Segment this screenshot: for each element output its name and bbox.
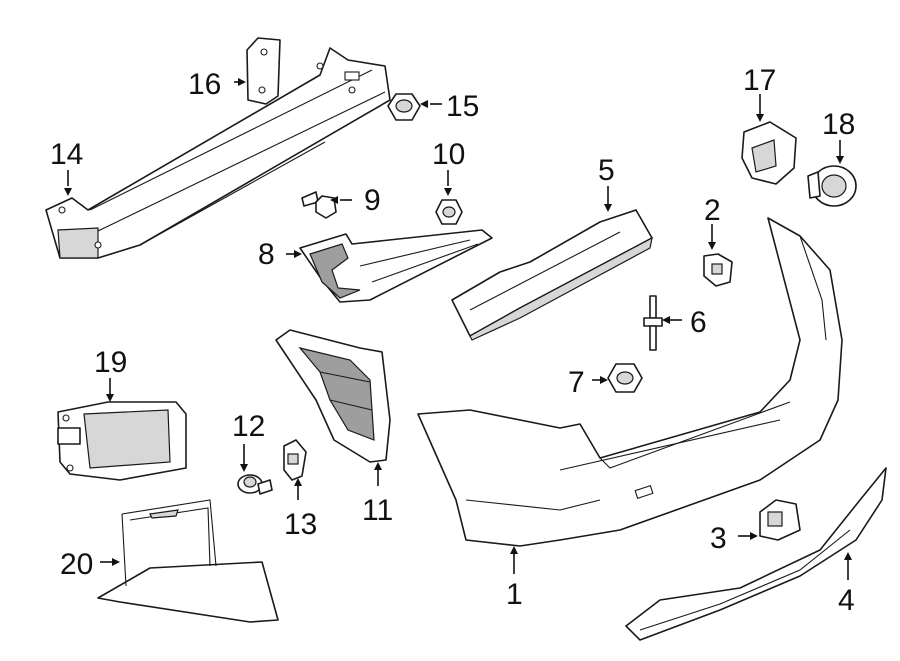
part-20-bracket-cover <box>97 499 279 623</box>
part-3-small-bracket <box>759 499 801 541</box>
callout-20: 20 <box>60 548 93 581</box>
part-7-nut <box>607 363 643 393</box>
callout-12: 12 <box>232 410 265 443</box>
callout-11: 11 <box>362 494 393 527</box>
part-2-clip <box>703 253 733 287</box>
callout-1: 1 <box>506 578 523 611</box>
callout-7: 7 <box>568 366 585 399</box>
callout-labels: 16 15 14 9 10 8 5 2 6 7 17 18 19 12 13 1… <box>50 64 855 617</box>
callout-16: 16 <box>188 68 221 101</box>
callout-9: 9 <box>364 184 381 217</box>
callout-18: 18 <box>822 108 855 141</box>
callout-4: 4 <box>838 584 855 617</box>
part-12-bolt <box>237 474 273 495</box>
part-6-stud <box>643 295 663 351</box>
callout-2: 2 <box>704 194 721 227</box>
part-17-sensor-holder <box>741 121 797 185</box>
part-8-side-bracket <box>299 229 493 303</box>
part-11-guide-bracket <box>275 329 391 463</box>
callout-15: 15 <box>446 90 479 123</box>
part-13-clip <box>283 439 307 481</box>
part-15-flange-nut <box>387 93 421 121</box>
part-18-parking-sensor <box>807 165 857 207</box>
part-16-mounting-plate <box>246 37 281 105</box>
callout-19: 19 <box>94 346 127 379</box>
part-14-bumper-reinforcement-beam <box>45 47 391 259</box>
callout-6: 6 <box>690 306 707 339</box>
callout-10: 10 <box>432 138 465 171</box>
callout-3: 3 <box>710 522 727 555</box>
part-9-bolt <box>301 191 337 219</box>
part-4-lower-valance <box>625 467 887 641</box>
callout-13: 13 <box>284 508 317 541</box>
callout-14: 14 <box>50 138 83 171</box>
callout-leaders <box>64 78 852 580</box>
part-10-nut <box>435 199 463 225</box>
part-5-energy-absorber <box>451 209 653 341</box>
part-1-bumper-cover <box>417 217 843 547</box>
callout-5: 5 <box>598 154 615 187</box>
callout-8: 8 <box>258 238 275 271</box>
callout-17: 17 <box>743 64 776 97</box>
part-19-radar-module <box>57 401 187 481</box>
